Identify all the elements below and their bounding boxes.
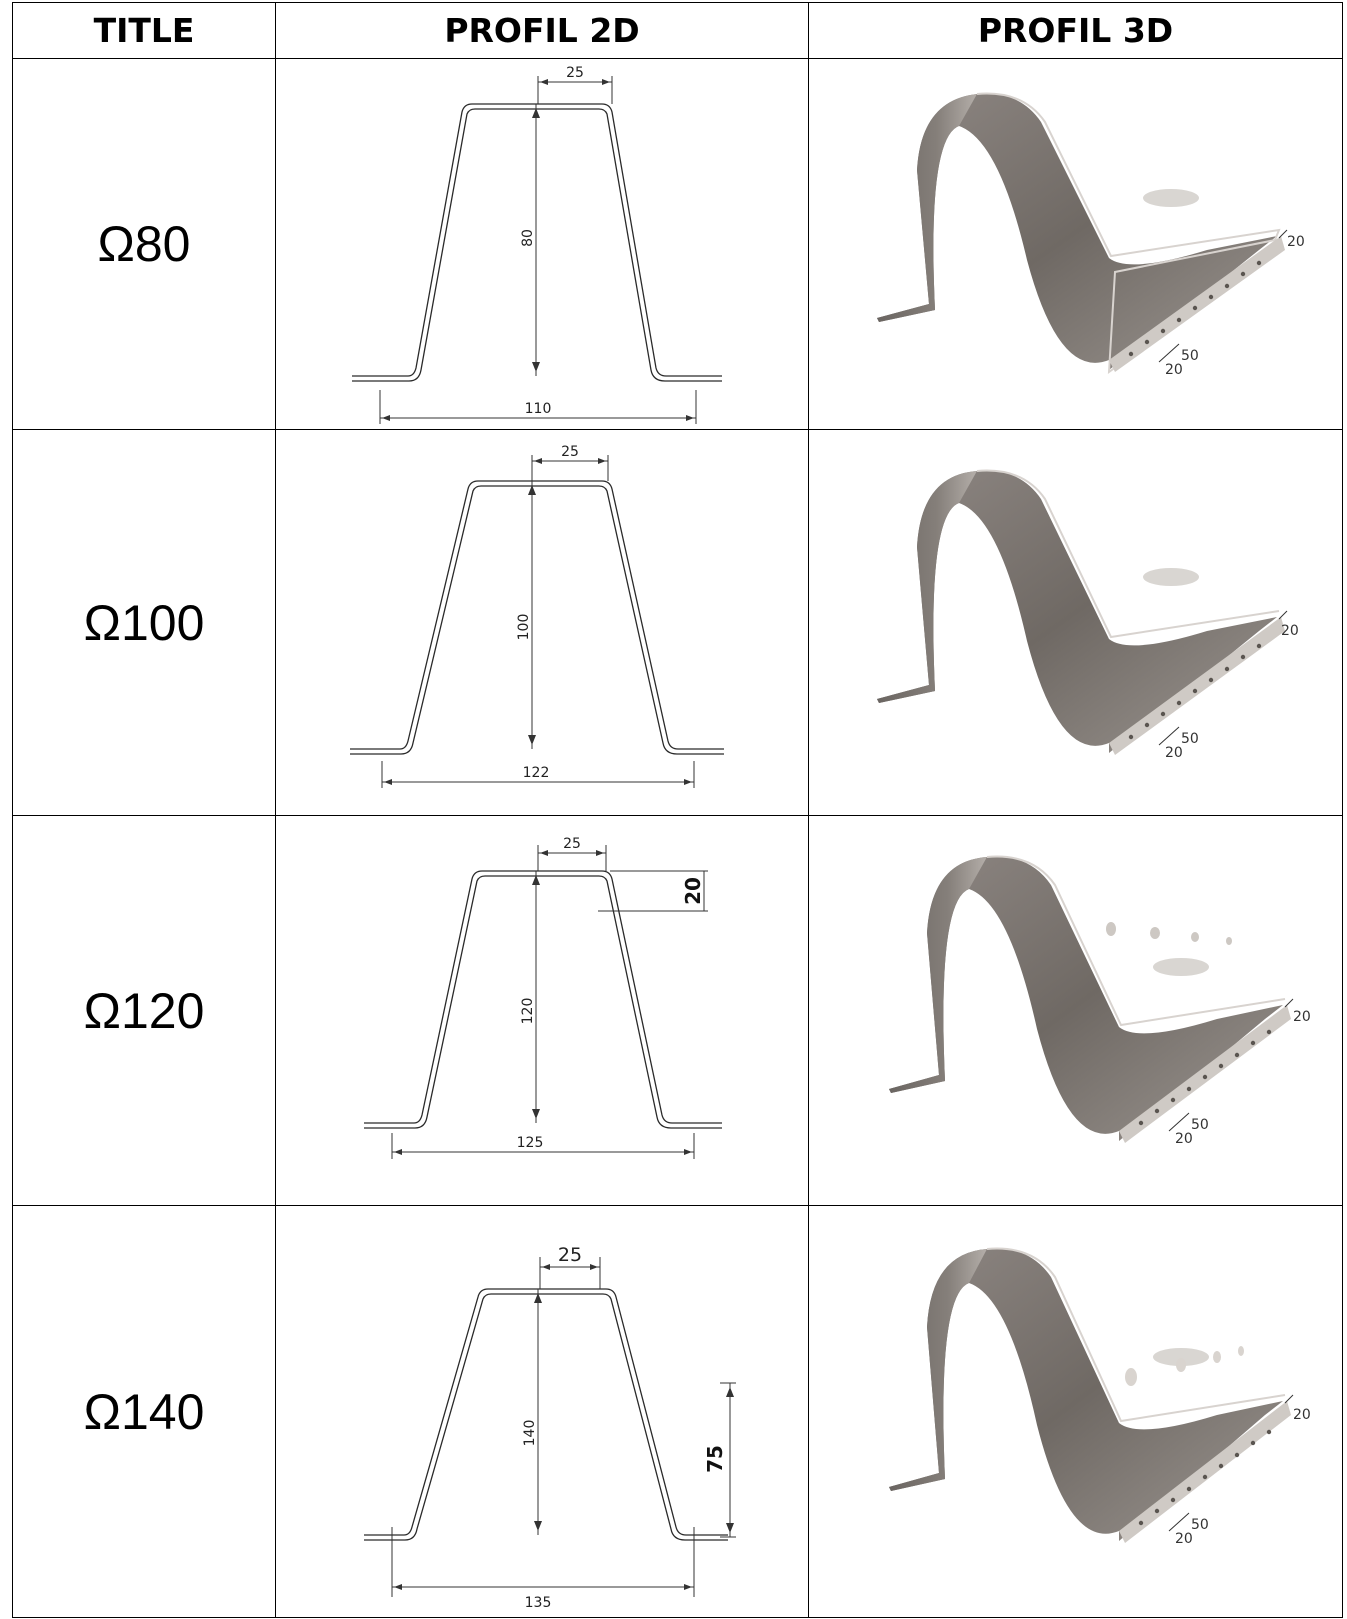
dim-3d-c: 20	[1165, 745, 1183, 761]
table-row: Ω120 120 25	[12, 815, 1343, 1206]
profile-title: Ω140	[12, 1205, 276, 1618]
omega-80-2d-drawing: 80 25 110	[352, 65, 722, 424]
dim-base: 122	[523, 765, 550, 781]
dim-3d-a: 20	[1281, 623, 1299, 639]
dim-top: 25	[558, 1244, 582, 1266]
dim-3d-a: 20	[1287, 234, 1305, 250]
profile-title: Ω120	[12, 815, 276, 1206]
dim-3d-b: 50	[1191, 1517, 1209, 1533]
dim-top: 25	[566, 65, 584, 81]
dim-3d-c: 20	[1175, 1131, 1193, 1147]
profile-table: TITLE PROFIL 2D PROFIL 3D Ω80 80	[12, 2, 1343, 1618]
profile-2d-drawing: 140 25 75	[275, 1205, 809, 1618]
dim-extra: 75	[703, 1445, 727, 1473]
profile-2d-drawing: 100 25 122	[275, 429, 809, 816]
dim-3d-b: 50	[1191, 1117, 1209, 1133]
dim-3d-a: 20	[1293, 1009, 1311, 1025]
omega-80-3d-render: 20 50 20	[877, 92, 1305, 378]
profile-3d-render: 20 50 20	[808, 58, 1343, 430]
dim-height: 100	[516, 613, 532, 640]
table-row: Ω80 80 25	[12, 58, 1343, 430]
header-profil-3d: PROFIL 3D	[808, 2, 1343, 59]
omega-140-2d-drawing: 140 25 75	[364, 1244, 736, 1611]
header-title: TITLE	[12, 2, 276, 59]
omega-140-3d-render: 20 50 20	[889, 1247, 1311, 1547]
profile-title: Ω100	[12, 429, 276, 816]
table-row: Ω100 100 25	[12, 429, 1343, 816]
table-row: Ω140 140 25	[12, 1205, 1343, 1618]
profile-3d-render: 20 50 20	[808, 1205, 1343, 1618]
dim-top: 25	[561, 444, 579, 460]
dim-height: 80	[520, 229, 536, 247]
profile-3d-render: 20 50 20	[808, 815, 1343, 1206]
dim-3d-c: 20	[1175, 1531, 1193, 1547]
dim-3d-a: 20	[1293, 1407, 1311, 1423]
dim-top: 25	[563, 836, 581, 852]
dim-height: 140	[522, 1419, 538, 1446]
dim-extra: 20	[681, 877, 705, 905]
omega-100-2d-drawing: 100 25 122	[350, 444, 724, 788]
omega-120-3d-render: 20 50 20	[889, 855, 1311, 1147]
header-row: TITLE PROFIL 2D PROFIL 3D	[12, 2, 1343, 59]
header-profil-2d: PROFIL 2D	[275, 2, 809, 59]
dim-height: 120	[520, 997, 536, 1024]
dim-3d-b: 50	[1181, 731, 1199, 747]
omega-120-2d-drawing: 120 25 20 125	[364, 836, 722, 1159]
profile-2d-drawing: 80 25 110	[275, 58, 809, 430]
dim-base: 125	[517, 1135, 544, 1151]
profile-title: Ω80	[12, 58, 276, 430]
dim-3d-c: 20	[1165, 362, 1183, 378]
dim-base: 110	[525, 401, 552, 417]
profile-2d-drawing: 120 25 20 125	[275, 815, 809, 1206]
dim-3d-b: 50	[1181, 348, 1199, 364]
profile-3d-render: 20 50 20	[808, 429, 1343, 816]
dim-base: 135	[525, 1595, 552, 1611]
omega-100-3d-render: 20 50 20	[877, 469, 1299, 761]
